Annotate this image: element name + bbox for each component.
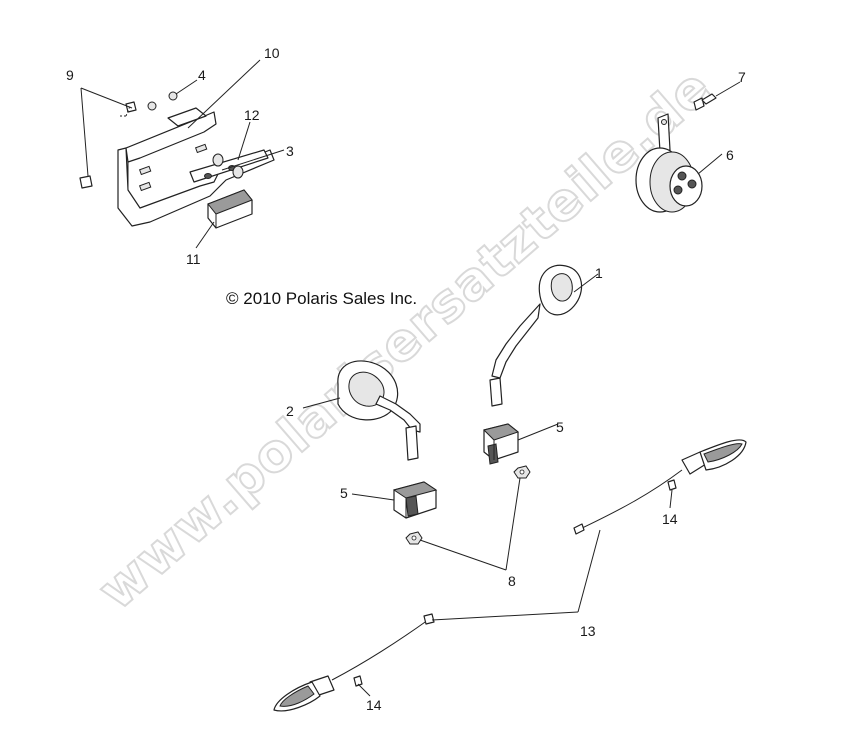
turn-signal-right [573, 439, 747, 535]
callout-4: 4 [198, 67, 206, 83]
callout-1: 1 [595, 265, 603, 281]
mirror-right [489, 264, 583, 407]
callout-6: 6 [726, 147, 734, 163]
horn [635, 113, 703, 213]
watermark-text: www.polarisersatzteile.de [87, 57, 723, 621]
turn-signal-left [273, 613, 435, 712]
callout-2: 2 [286, 403, 294, 419]
callout-14-left: 14 [366, 697, 382, 713]
callout-9: 9 [66, 67, 74, 83]
callout-8: 8 [508, 573, 516, 589]
callout-7: 7 [738, 69, 746, 85]
callout-5-upper: 5 [556, 419, 564, 435]
callout-11: 11 [186, 251, 201, 267]
mirror-left [337, 360, 421, 461]
license-bracket-assembly [79, 91, 275, 229]
callout-5-lower: 5 [340, 485, 348, 501]
mirror-clamp-upper [483, 423, 520, 465]
copyright-text: © 2010 Polaris Sales Inc. [226, 289, 417, 308]
callout-14-right: 14 [662, 511, 678, 527]
horn-bolt [693, 93, 717, 111]
callout-12: 12 [244, 107, 260, 123]
callouts: 1 2 3 4 5 5 6 7 8 9 10 11 12 13 14 14 [66, 45, 746, 713]
leader-lines [80, 59, 741, 697]
nut-lower [405, 531, 423, 545]
callout-10: 10 [264, 45, 280, 61]
callout-3: 3 [286, 143, 294, 159]
mirror-clamp-lower [392, 481, 438, 519]
nut-upper [513, 465, 531, 479]
callout-13: 13 [580, 623, 596, 639]
